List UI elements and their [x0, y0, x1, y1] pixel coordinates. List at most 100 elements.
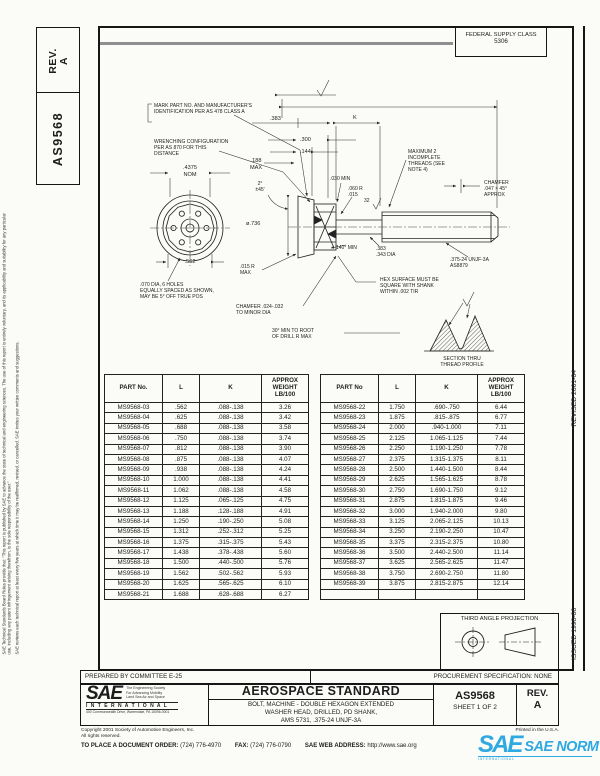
doc-number: AS9568: [455, 690, 495, 703]
table-cell: 1.062: [162, 485, 200, 497]
table-cell: 4.07: [261, 453, 309, 466]
table-cell: [415, 589, 478, 601]
web-url: http://www.sae.org: [367, 743, 417, 749]
table-cell: .088-.138: [199, 474, 262, 487]
table-cell: .252-.312: [199, 526, 262, 539]
table-cell: 4.58: [261, 485, 309, 497]
table-cell: 3.74: [261, 433, 309, 445]
table-cell: MS9568-27: [320, 453, 379, 466]
table-cell: .088-.138: [199, 433, 262, 445]
table-cell: MS9568-33: [320, 516, 379, 528]
table-header-cell: PART No: [320, 374, 379, 403]
table-cell: MS9568-32: [320, 505, 379, 518]
standard-title: BOLT, MACHINE - DOUBLE HEXAGON EXTENDED …: [247, 700, 394, 724]
table-cell: 1.565-1.625: [415, 474, 478, 487]
table-cell: MS9568-28: [320, 464, 379, 476]
issued-revised-strip: ISSUED 1998-08 REVISED 2001-04: [571, 340, 583, 660]
table-cell: 6.77: [477, 412, 525, 424]
table-cell: 1.312: [162, 526, 200, 539]
table-cell: .940-1.000: [415, 422, 478, 435]
table-header-cell: PART No.: [104, 374, 163, 403]
table-cell: .088-.138: [199, 485, 262, 497]
table-cell: 6.44: [477, 401, 525, 414]
table-cell: MS9568-34: [320, 526, 379, 539]
table-cell: 3.500: [378, 547, 416, 559]
dim-k: K: [353, 115, 357, 121]
rev-cell: REV. A: [517, 684, 558, 725]
doc-number-box: AS9568: [36, 91, 80, 185]
table-cell: 1.188: [162, 505, 200, 518]
chamfer-minor-note: CHAMFER .024-.032 TO MINOR DIA: [236, 304, 284, 317]
table-cell: 6.10: [261, 578, 309, 591]
mark-note: MARK PART NO. AND MANUFACTURER'S IDENTIF…: [154, 103, 252, 116]
procurement-spec: PROCUREMENT SPECIFICATION: NONE: [433, 672, 552, 680]
table-cell: .088-.138: [199, 464, 262, 476]
table-header-cell: L: [378, 374, 416, 403]
dim-300: .300: [300, 136, 311, 143]
table-cell: 9.12: [477, 485, 525, 497]
table-cell: 10.47: [477, 526, 525, 539]
sheet-number: SHEET 1 OF 2: [453, 704, 497, 712]
table-cell: 3.375: [378, 537, 416, 549]
dim-060-r: .060 R .015: [348, 186, 363, 199]
table-cell: MS9568-30: [320, 485, 379, 497]
incomplete-threads-note: MAXIMUM 2 INCOMPLETE THREADS (SEE NOTE 4…: [408, 149, 445, 174]
table-cell: MS9568-21: [104, 589, 163, 601]
federal-supply-box: FEDERAL SUPPLY CLASS 5306: [455, 27, 547, 57]
table-cell: 2.500: [378, 464, 416, 476]
projection-label: THIRD ANGLE PROJECTION: [460, 616, 539, 622]
table-cell: 5.25: [261, 526, 309, 539]
table-cell: 11.47: [477, 557, 525, 570]
revised-date: REVISED 2001-04: [571, 370, 578, 427]
projection-box: THIRD ANGLE PROJECTION: [440, 613, 559, 671]
table-cell: 5.43: [261, 537, 309, 549]
table-header-cell: APPROX WEIGHT LB/100: [477, 374, 525, 403]
table-cell: 3.42: [261, 412, 309, 424]
table-cell: 2.440-2.500: [415, 547, 478, 559]
table-cell: 2.315-2.375: [415, 537, 478, 549]
table-cell: .440-.500: [199, 557, 262, 570]
projection-symbol-icon: [455, 627, 541, 657]
table-cell: 7.11: [477, 422, 525, 435]
table-cell: MS9568-12: [104, 495, 163, 507]
standard-title-cell: AEROSPACE STANDARD BOLT, MACHINE - DOUBL…: [209, 684, 434, 726]
sae-norm-text: SAE NORM: [524, 739, 599, 756]
table-cell: .378-.438: [199, 547, 262, 559]
table-cell: .812: [162, 443, 200, 455]
table-cell: MS9568-18: [104, 557, 163, 570]
dim-188-max: .188 MAX: [249, 158, 263, 171]
table-cell: 1.190-1.250: [415, 443, 478, 455]
table-cell: 1.250: [162, 516, 200, 528]
table-cell: 1.065-1.125: [415, 433, 478, 445]
table-cell: MS9568-31: [320, 495, 379, 507]
table-cell: 10.80: [477, 537, 525, 549]
rev-box: REV. A: [36, 27, 80, 93]
table-cell: 7.78: [477, 443, 525, 455]
table-cell: MS9568-39: [320, 578, 379, 591]
table-cell: MS9568-10: [104, 474, 163, 487]
table-cell: 3.625: [378, 557, 416, 570]
table-header-cell: APPROX WEIGHT LB/100: [261, 374, 309, 403]
table-cell: MS9568-04: [104, 412, 163, 424]
sae-tagline: The Engineering Society For Advancing Mo…: [126, 686, 166, 700]
dim-030-min: .030 MIN: [330, 176, 351, 182]
table-cell: MS9568-07: [104, 443, 163, 455]
table-cell: MS9568-38: [320, 568, 379, 580]
